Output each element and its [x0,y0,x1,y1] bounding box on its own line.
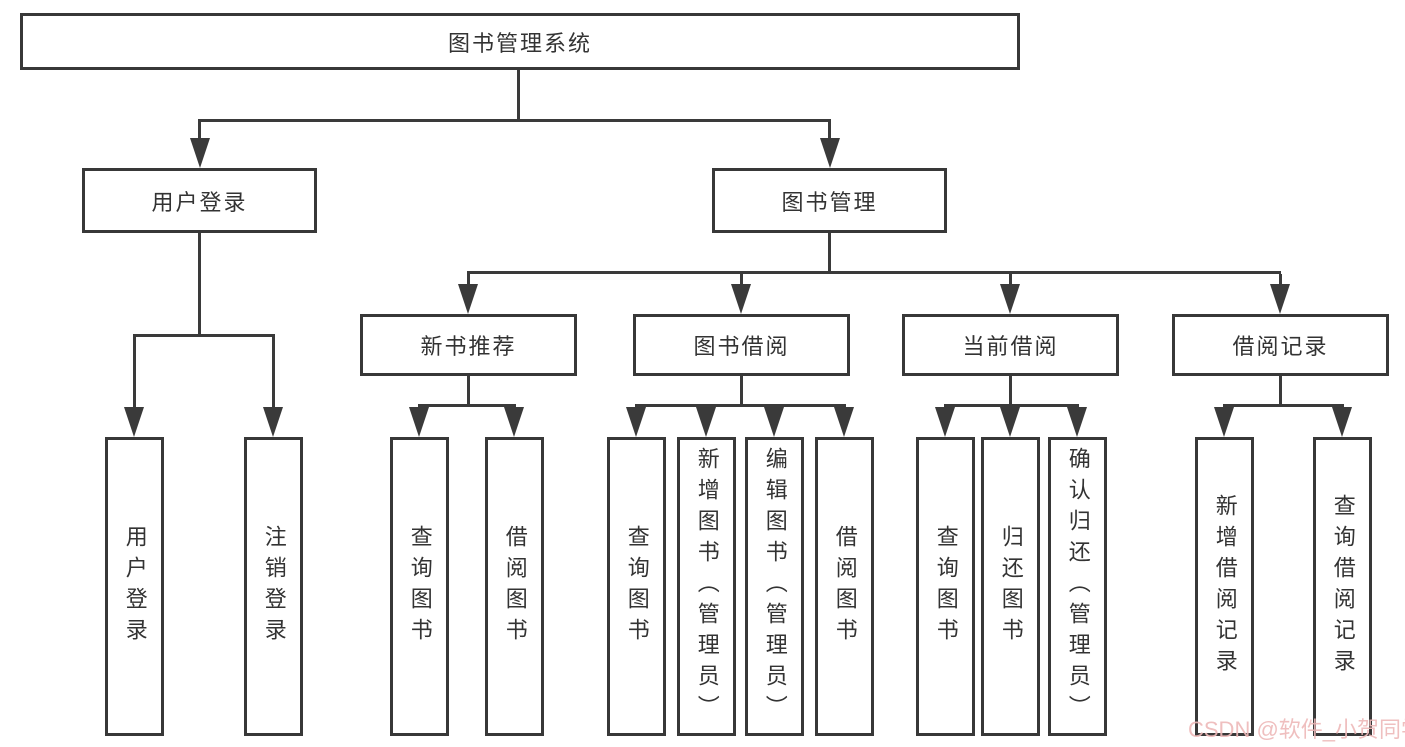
connector-group1-stem-1 [133,337,136,411]
node-library-system-label: 图书管理系统 [447,30,592,56]
watermark: CSDN @软件_小贺同学 [1188,717,1405,742]
leaf-nb-borrow-books-label: 借阅图书 [502,524,528,649]
connector-user-login-stem [198,122,201,142]
down-arrow-current-borrow [1000,284,1020,314]
connector-group2-bar [418,404,516,407]
down-arrow-leaf-br-add [1214,407,1234,437]
down-arrow-book-mgmt [820,138,840,168]
leaf-nb-query-books: 查询图书 [390,437,449,736]
leaf-cb-return-books-label: 归还图书 [998,524,1024,649]
connector-level3-bar [467,271,1281,274]
leaf-bb-edit-books-admin-label: 编辑图书（管理员） [762,447,788,726]
node-current-borrow: 当前借阅 [902,314,1119,376]
down-arrow-leaf-br-query [1332,407,1352,437]
connector-group4-bar [944,404,1079,407]
down-arrow-book-borrow [731,284,751,314]
down-arrow-leaf-logout [263,407,283,437]
leaf-bb-add-books-admin: 新增图书（管理员） [677,437,736,736]
connector-book-mgmt-trunk [828,233,831,274]
connector-group3-trunk [740,376,743,407]
leaf-user-login-label: 用户登录 [122,524,148,649]
down-arrow-leaf-bb-query [626,407,646,437]
leaf-logout: 注销登录 [244,437,303,736]
connector-group3-bar [635,404,846,407]
down-arrow-user-login [190,138,210,168]
node-current-borrow-label: 当前借阅 [962,334,1059,359]
node-book-mgmt-label: 图书管理 [781,189,878,215]
node-library-system: 图书管理系统 [20,13,1020,70]
down-arrow-leaf-cb-confirm [1067,407,1087,437]
node-user-login: 用户登录 [82,168,317,233]
leaf-cb-confirm-return-admin-label: 确认归还（管理员） [1065,447,1091,726]
leaf-cb-return-books: 归还图书 [981,437,1040,736]
node-borrow-records: 借阅记录 [1172,314,1389,376]
down-arrow-leaf-user-login [124,407,144,437]
leaf-nb-borrow-books: 借阅图书 [485,437,544,736]
down-arrow-leaf-cb-return [1000,407,1020,437]
connector-group1-stem-2 [272,337,275,411]
connector-book-borrow-stem [740,274,743,288]
leaf-nb-query-books-label: 查询图书 [407,524,433,649]
leaf-bb-query-books: 查询图书 [607,437,666,736]
connector-group5-bar [1223,404,1344,407]
connector-current-borrow-stem [1009,274,1012,288]
connector-group1-trunk [198,233,201,337]
leaf-bb-query-books-label: 查询图书 [624,524,650,649]
leaf-bb-edit-books-admin: 编辑图书（管理员） [745,437,804,736]
node-book-borrow-label: 图书借阅 [693,334,790,359]
leaf-bb-borrow-books-label: 借阅图书 [832,524,858,649]
connector-level2-bar [198,119,831,122]
down-arrow-leaf-bb-borrow [834,407,854,437]
leaf-br-add-record: 新增借阅记录 [1195,437,1254,736]
down-arrow-leaf-cb-query [935,407,955,437]
down-arrow-borrow-records [1270,284,1290,314]
leaf-cb-query-books-label: 查询图书 [933,524,959,649]
leaf-br-add-record-label: 新增借阅记录 [1212,493,1238,680]
down-arrow-new-books [458,284,478,314]
leaf-br-query-record: 查询借阅记录 [1313,437,1372,736]
leaf-logout-label: 注销登录 [261,524,287,649]
connector-group4-trunk [1009,376,1012,407]
connector-group5-trunk [1279,376,1282,407]
connector-group1-bar [133,334,275,337]
leaf-user-login: 用户登录 [105,437,164,736]
down-arrow-leaf-nb-borrow [504,407,524,437]
connector-new-books-stem [467,274,470,288]
node-book-borrow: 图书借阅 [633,314,850,376]
leaf-cb-query-books: 查询图书 [916,437,975,736]
connector-book-mgmt-stem [828,122,831,142]
leaf-bb-add-books-admin-label: 新增图书（管理员） [694,447,720,726]
node-new-books: 新书推荐 [360,314,577,376]
down-arrow-leaf-bb-edit [764,407,784,437]
leaf-br-query-record-label: 查询借阅记录 [1330,493,1356,680]
node-book-mgmt: 图书管理 [712,168,947,233]
leaf-cb-confirm-return-admin: 确认归还（管理员） [1048,437,1107,736]
node-borrow-records-label: 借阅记录 [1232,334,1329,359]
connector-group2-trunk [467,376,470,407]
connector-borrow-records-stem [1279,274,1282,288]
node-user-login-label: 用户登录 [151,189,248,215]
node-new-books-label: 新书推荐 [420,334,517,359]
leaf-bb-borrow-books: 借阅图书 [815,437,874,736]
connector-root-trunk [517,70,520,122]
down-arrow-leaf-nb-query [409,407,429,437]
down-arrow-leaf-bb-add [696,407,716,437]
